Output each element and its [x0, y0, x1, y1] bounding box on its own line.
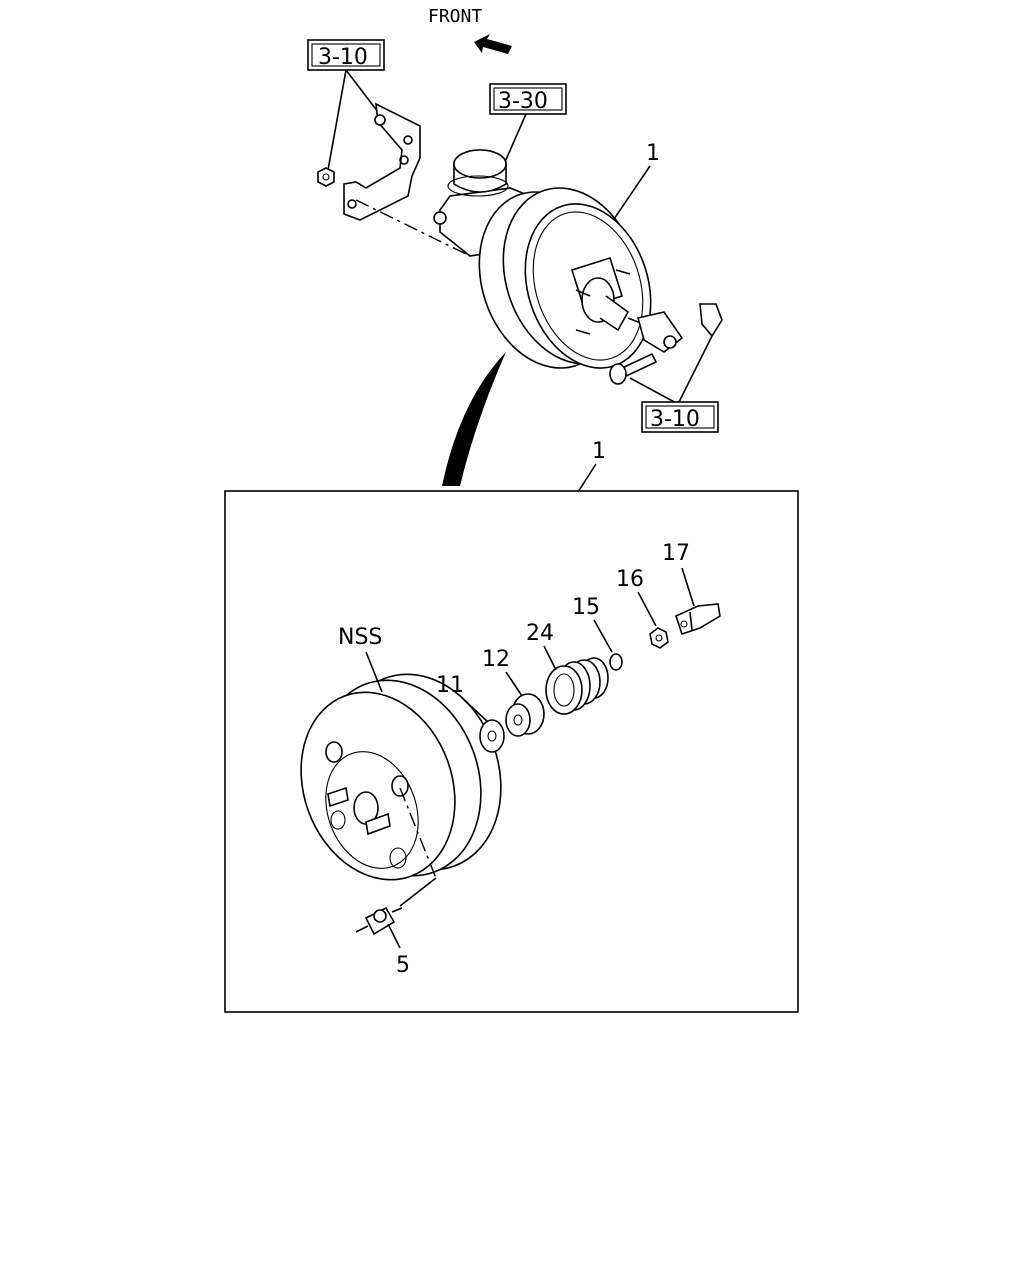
ref-box-3-30[interactable]: 3-30: [489, 83, 567, 115]
callout-nss: NSS: [338, 625, 382, 650]
check-valve-fitting: [355, 906, 403, 936]
leader-line: [593, 619, 613, 653]
clip-icon: [699, 303, 723, 338]
svg-text:3-10: 3-10: [650, 407, 700, 432]
callout-5: 5: [396, 953, 410, 978]
leader-line: [611, 165, 651, 223]
callout-16: 16: [616, 567, 644, 592]
leader-line: [637, 591, 657, 627]
part-17-clevis: [675, 603, 721, 636]
part-12-seal: [505, 693, 545, 737]
leader-line: [387, 923, 401, 949]
mounting-bracket: [343, 102, 421, 221]
brake-booster-top: [478, 187, 652, 369]
callout-15: 15: [572, 595, 600, 620]
centerline: [355, 199, 471, 257]
ref-box-3-10-top[interactable]: 3-10: [307, 39, 385, 71]
clevis-top: [627, 311, 684, 353]
leader-line: [505, 671, 523, 697]
bolt-icon: [609, 352, 658, 385]
callout-1-detail: 1: [592, 439, 606, 464]
leader-line: [629, 377, 679, 405]
svg-text:3-30: 3-30: [498, 89, 548, 114]
callout-11: 11: [436, 673, 464, 698]
centerline: [399, 787, 437, 879]
leader-line: [327, 69, 347, 171]
nut-icon: [317, 167, 335, 187]
leader-line: [677, 335, 713, 405]
part-16-nut: [649, 627, 669, 649]
leader-line: [365, 651, 383, 693]
part-24-boot: [545, 657, 609, 715]
callout-17: 17: [662, 541, 690, 566]
leader-line: [543, 645, 557, 671]
brake-booster-detail: [300, 673, 502, 881]
leader-line: [399, 877, 437, 907]
front-arrow-icon: [474, 34, 512, 54]
leader-line: [345, 69, 379, 113]
ref-box-3-10-bottom[interactable]: 3-10: [641, 401, 719, 433]
leader-line: [577, 463, 597, 493]
callout-1-top: 1: [646, 141, 660, 166]
callout-12: 12: [482, 647, 510, 672]
detail-frame: [224, 490, 799, 1013]
leader-line: [681, 567, 695, 607]
front-label: FRONT: [428, 6, 482, 27]
part-11-washer: [479, 719, 505, 753]
leader-line: [461, 697, 489, 723]
detail-pointer: [442, 352, 506, 486]
master-cylinder: [433, 149, 531, 257]
svg-text:3-10: 3-10: [318, 45, 368, 70]
callout-24: 24: [526, 621, 554, 646]
part-15-washer: [609, 653, 623, 671]
